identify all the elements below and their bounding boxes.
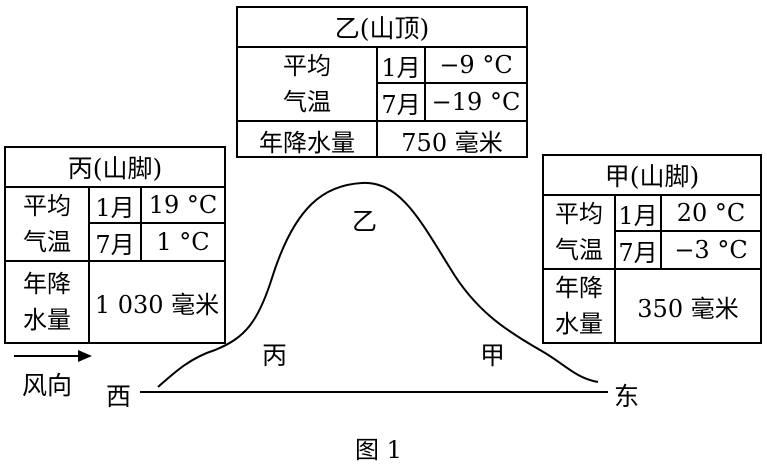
wind-arrowhead [78,350,92,362]
west-precip-value: 1 030 毫米 [90,262,224,342]
west-temp-label-line2: 气温 [23,224,71,260]
west-foot-climate-table: 丙(山脚) 平均 气温 1月 19 °C 7月 1 °C 年降 水量 1 030… [4,146,226,344]
west-direction-label: 西 [106,377,131,413]
east-jan-value: 20 °C [662,196,760,230]
east-precip-value: 350 毫米 [616,270,760,342]
summit-jan-value: −9 °C [426,48,526,82]
summit-precip-value: 750 毫米 [378,122,526,158]
west-jul-value: 1 °C [142,224,224,260]
summit-jul-label: 7月 [378,84,426,120]
east-precip-label-line2: 水量 [555,306,603,342]
west-precip-label-line1: 年降 [23,266,71,302]
west-jan-value: 19 °C [142,188,224,222]
wind-direction-label: 风向 [22,366,72,402]
east-slope-label: 甲 [480,336,505,372]
east-direction-label: 东 [614,377,639,413]
east-temp-label-line2: 气温 [555,232,603,268]
west-slope-label: 丙 [262,336,287,372]
east-jan-label: 1月 [616,196,662,230]
west-jan-label: 1月 [90,188,142,222]
east-temp-label-line1: 平均 [555,196,603,232]
summit-climate-table: 乙(山顶) 平均 气温 1月 −9 °C 7月 −19 °C 年降水量 750 … [236,6,528,158]
east-jul-value: −3 °C [662,232,760,268]
west-precip-label-line2: 水量 [23,302,71,338]
west-jul-label: 7月 [90,224,142,260]
summit-temp-label-line2: 气温 [283,84,331,120]
summit-temp-label-line1: 平均 [283,48,331,84]
figure-caption: 图 1 [355,430,402,465]
east-foot-climate-table: 甲(山脚) 平均 气温 1月 20 °C 7月 −3 °C 年降 水量 350 … [542,154,762,344]
summit-precip-label: 年降水量 [238,122,378,158]
west-table-title: 丙(山脚) [6,148,224,188]
summit-table-title: 乙(山顶) [238,8,526,48]
east-table-title: 甲(山脚) [544,156,760,196]
east-precip-label-line1: 年降 [555,270,603,306]
summit-label: 乙 [352,202,377,238]
summit-jul-value: −19 °C [426,84,526,120]
west-temp-label-line1: 平均 [23,188,71,224]
east-jul-label: 7月 [616,232,662,268]
summit-jan-label: 1月 [378,48,426,82]
